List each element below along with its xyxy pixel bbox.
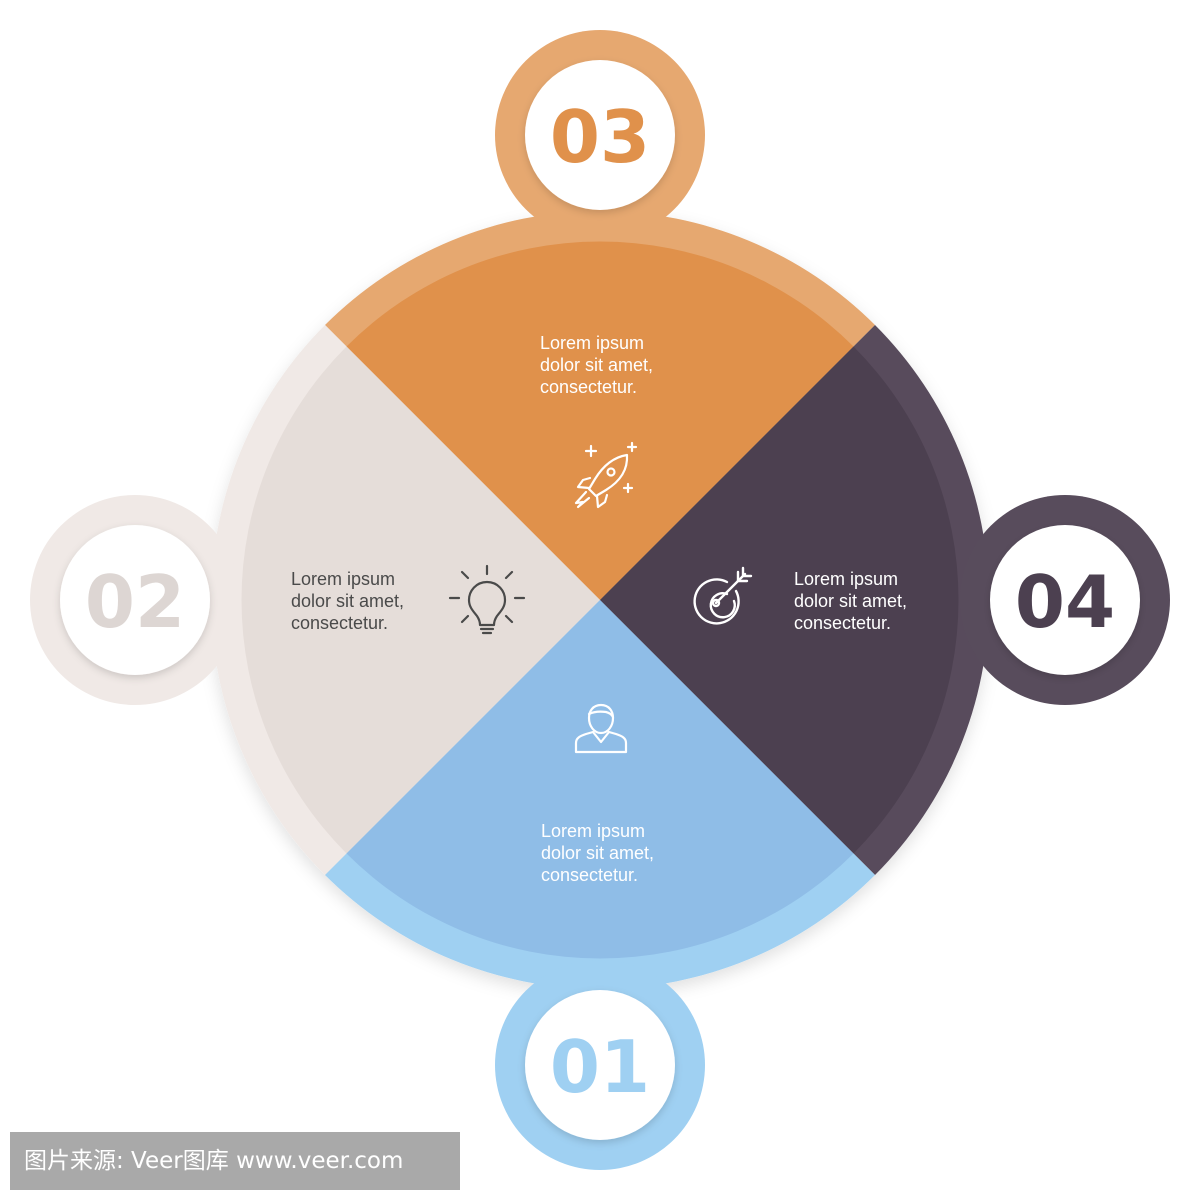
segment-bottom-line-2: dolor sit amet,	[541, 843, 654, 863]
badge-01-number: 01	[550, 1025, 650, 1109]
segment-top-text: Lorem ipsum dolor sit amet, consectetur.	[540, 333, 653, 397]
segment-left	[241, 346, 600, 854]
segment-bottom-text: Lorem ipsum dolor sit amet, consectetur.	[541, 821, 654, 885]
segment-right	[600, 346, 959, 854]
segment-bottom-line-1: Lorem ipsum	[541, 821, 645, 841]
badge-02-number: 02	[85, 560, 185, 644]
badge-03-center	[525, 60, 675, 210]
segment-left-text: Lorem ipsum dolor sit amet, consectetur.	[291, 569, 404, 633]
segment-right-line-3: consectetur.	[794, 613, 891, 633]
badge-02-center	[60, 525, 210, 675]
lightbulb-icon	[448, 564, 526, 635]
segment-right-text: Lorem ipsum dolor sit amet, consectetur.	[794, 569, 907, 633]
segment-bottom	[346, 600, 854, 959]
segment-top-line-3: consectetur.	[540, 377, 637, 397]
person-icon	[574, 703, 628, 754]
badge-03-number: 03	[550, 95, 650, 179]
quadrants	[241, 241, 959, 959]
segment-top-line-1: Lorem ipsum	[540, 333, 644, 353]
segment-right-line-1: Lorem ipsum	[794, 569, 898, 589]
badge-numbers: 03 02 04 01	[85, 95, 1115, 1109]
segment-left-line-3: consectetur.	[291, 613, 388, 633]
target-icon	[693, 566, 753, 625]
segment-top	[346, 241, 854, 600]
segment-left-line-2: dolor sit amet,	[291, 591, 404, 611]
segment-left-line-1: Lorem ipsum	[291, 569, 395, 589]
rocket-icon	[574, 441, 638, 509]
badge-01-center	[525, 990, 675, 1140]
segment-top-line-2: dolor sit amet,	[540, 355, 653, 375]
segment-right-line-2: dolor sit amet,	[794, 591, 907, 611]
segment-bottom-line-3: consectetur.	[541, 865, 638, 885]
badge-centers	[60, 60, 1140, 1140]
badge-04-center	[990, 525, 1140, 675]
badge-04-number: 04	[1015, 560, 1115, 644]
watermark-banner: 图片来源: Veer图库 www.veer.com	[10, 1132, 460, 1190]
